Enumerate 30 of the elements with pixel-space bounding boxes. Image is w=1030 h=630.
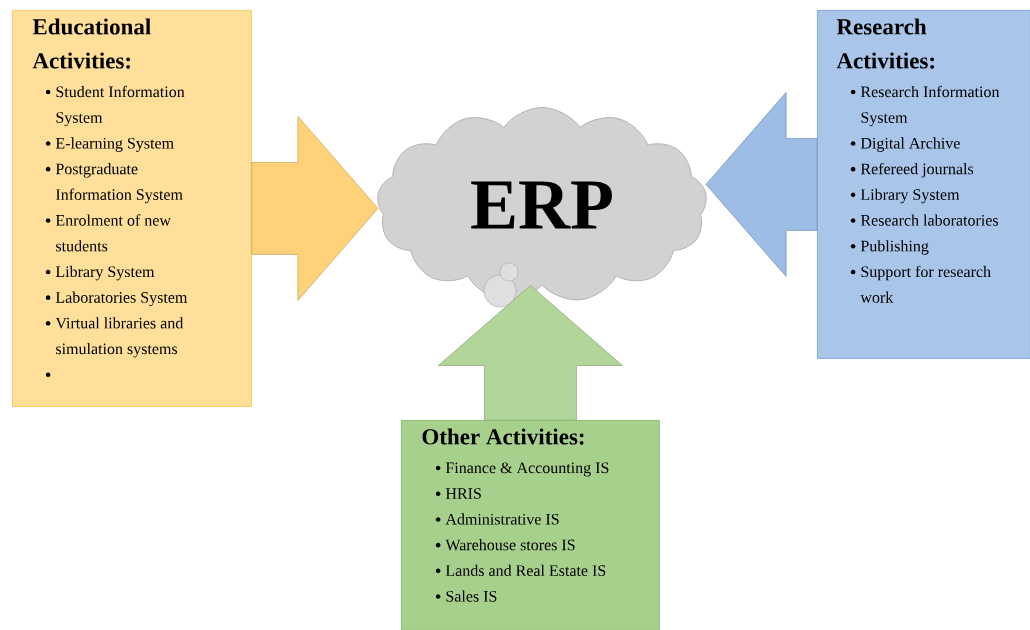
list-item: Sales IS <box>446 590 497 602</box>
list-item: Administrative IS <box>445 513 559 525</box>
activity-box <box>401 420 660 630</box>
list-item: Library System <box>55 265 155 281</box>
heading: Research Activities: <box>836 18 934 69</box>
activity-box <box>817 10 1030 359</box>
erp-cloud: ERP <box>377 107 707 301</box>
block-arrow <box>705 92 818 277</box>
list-item: Refereed journals <box>860 162 974 178</box>
list-item: Student Information System <box>56 85 185 127</box>
list-item: Research Information System <box>860 85 1000 127</box>
heading: Other Activities: <box>422 428 584 445</box>
list-item: Warehouse stores IS <box>445 539 575 551</box>
list-item: Library System <box>860 188 960 204</box>
list-item: Support for research work <box>860 265 991 303</box>
list-item: Digital Archive <box>860 137 960 152</box>
list-item: Enrolment of new students <box>55 214 171 252</box>
list-item: Publishing <box>860 240 929 255</box>
block-arrow <box>438 285 623 421</box>
list-item: Laboratories System <box>55 291 188 307</box>
list-item: Lands and Real Estate IS <box>445 564 606 576</box>
heading: Educational Activities: <box>32 18 151 69</box>
list-item: Research laboratories <box>860 214 998 226</box>
block-arrow <box>251 116 379 301</box>
list-item: HRIS <box>445 488 481 499</box>
list-item: Finance & Accounting IS <box>445 462 609 477</box>
list-item: E-learning System <box>55 137 174 152</box>
list-item: Virtual libraries and simulation systems <box>55 317 184 358</box>
activity-box <box>12 10 252 407</box>
list-item: Postgraduate Information System <box>55 163 183 204</box>
